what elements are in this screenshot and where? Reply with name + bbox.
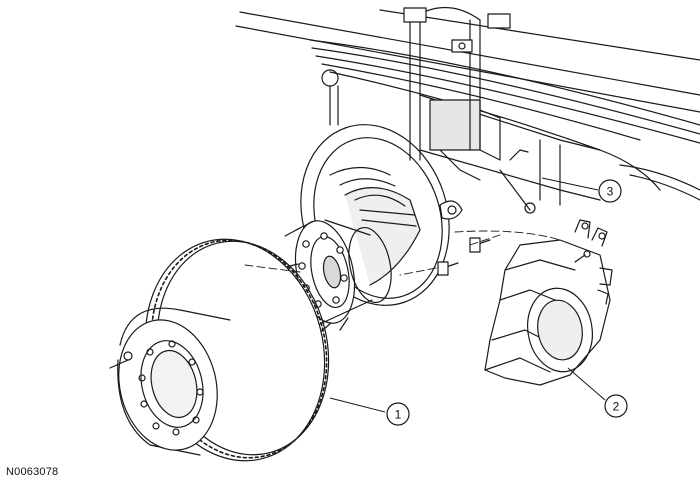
callout-3: 3 [598, 179, 622, 203]
backing-plate [300, 124, 463, 306]
assembly-centerlines [244, 230, 561, 276]
callout-1-number: 1 [395, 408, 402, 422]
leader-2 [567, 367, 606, 401]
brake-caliper [484, 219, 613, 386]
callout-2-circle [604, 394, 628, 418]
caliper-anchor-bolts [437, 237, 491, 276]
callout-1: 1 [386, 402, 410, 426]
leader-3 [541, 177, 599, 191]
vehicle-frame-and-spring [235, 7, 700, 214]
figure-id-caption: N0063078 [6, 466, 59, 478]
callout-1-circle [386, 402, 410, 426]
callout-2: 2 [604, 394, 628, 418]
callout-3-number: 3 [607, 185, 614, 199]
callout-leaders [329, 177, 606, 413]
brake-rotor [109, 238, 330, 462]
leader-1 [329, 397, 386, 413]
callout-3-circle [598, 179, 622, 203]
callout-2-number: 2 [613, 400, 620, 414]
